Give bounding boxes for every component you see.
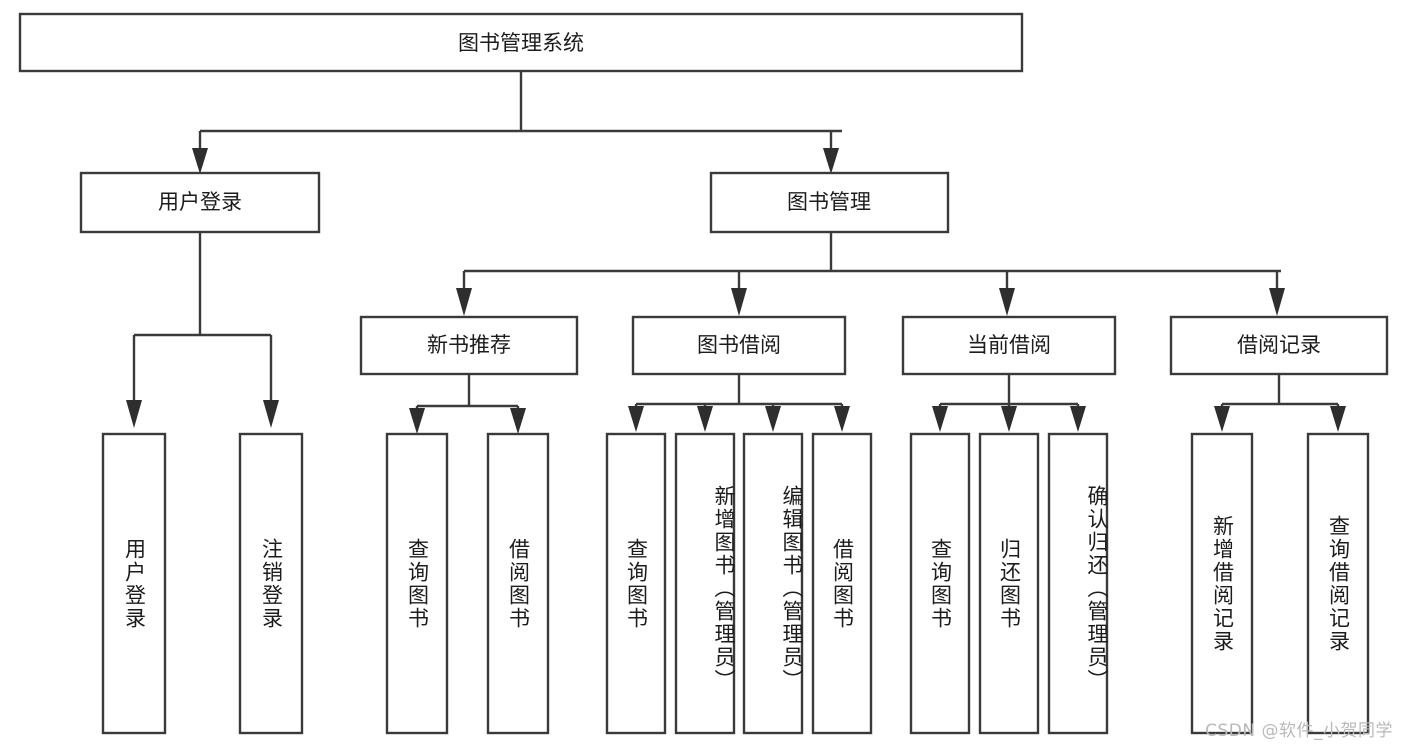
label-root: 图书管理系统 bbox=[458, 31, 584, 55]
arrowhead-borrow-record bbox=[1269, 288, 1285, 316]
connectors-user-login-to-leaves bbox=[126, 232, 279, 428]
arrowhead-book-manage bbox=[823, 148, 839, 174]
arrowhead-br-leaf-1 bbox=[1214, 406, 1230, 432]
arrowhead-bb-leaf-4 bbox=[834, 406, 850, 432]
label-current-borrow: 当前借阅 bbox=[967, 333, 1051, 357]
node-box-leaf-nbr-query[interactable] bbox=[385, 432, 449, 735]
arrowhead-leaf-user-login bbox=[126, 400, 142, 428]
arrowhead-nbr-leaf-2 bbox=[510, 408, 526, 434]
node-box-leaf-cb-return[interactable] bbox=[978, 432, 1040, 735]
arrowhead-leaf-logout bbox=[263, 400, 279, 428]
arrowhead-new-book-recommend bbox=[456, 288, 472, 316]
connectors-current-borrow-to-leaves bbox=[932, 374, 1086, 432]
node-box-leaf-bb-edit[interactable] bbox=[742, 432, 804, 735]
node-box-leaf-br-query[interactable] bbox=[1306, 432, 1370, 735]
node-box-leaf-bb-query[interactable] bbox=[605, 432, 667, 735]
label-user-login: 用户登录 bbox=[158, 190, 242, 214]
node-box-leaf-logout[interactable] bbox=[238, 432, 304, 735]
node-box-leaf-cb-query[interactable] bbox=[909, 432, 971, 735]
arrowhead-nbr-leaf-1 bbox=[409, 408, 425, 434]
arrowhead-bb-leaf-3 bbox=[765, 406, 781, 432]
node-box-leaf-bb-borrow[interactable] bbox=[811, 432, 873, 735]
node-box-book-manage[interactable] bbox=[709, 171, 950, 234]
connectors-root-to-level2 bbox=[192, 71, 842, 174]
arrowhead-cb-leaf-1 bbox=[932, 406, 948, 432]
arrowhead-bb-leaf-1 bbox=[628, 406, 644, 432]
node-box-user-login[interactable] bbox=[79, 171, 321, 234]
arrowhead-current-borrow bbox=[999, 288, 1015, 316]
node-box-new-book-recommend[interactable] bbox=[359, 315, 579, 376]
node-box-book-borrow[interactable] bbox=[631, 315, 847, 376]
arrowhead-cb-leaf-2 bbox=[1001, 406, 1017, 432]
connectors-new-book-recommend-to-leaves bbox=[409, 374, 526, 434]
arrowhead-cb-leaf-3 bbox=[1070, 406, 1086, 432]
connectors-book-manage-to-level3 bbox=[456, 232, 1285, 316]
label-book-manage: 图书管理 bbox=[787, 190, 871, 214]
arrowhead-book-borrow bbox=[731, 288, 747, 316]
node-box-borrow-record[interactable] bbox=[1169, 315, 1389, 376]
arrowhead-user-login bbox=[192, 148, 208, 174]
watermark-text: CSDN @软件_小贺同学 bbox=[1205, 721, 1393, 741]
label-new-book-recommend: 新书推荐 bbox=[427, 333, 511, 357]
node-box-current-borrow[interactable] bbox=[901, 315, 1117, 376]
connectors-book-borrow-to-leaves bbox=[628, 374, 850, 432]
arrowhead-br-leaf-2 bbox=[1330, 406, 1346, 432]
node-box-leaf-user-login[interactable] bbox=[101, 432, 167, 735]
label-borrow-record: 借阅记录 bbox=[1237, 333, 1321, 357]
connectors-borrow-record-to-leaves bbox=[1214, 374, 1346, 432]
arrowhead-bb-leaf-2 bbox=[697, 406, 713, 432]
node-box-root[interactable] bbox=[18, 12, 1024, 73]
label-book-borrow: 图书借阅 bbox=[697, 333, 781, 357]
node-box-leaf-bb-add[interactable] bbox=[674, 432, 736, 735]
node-box-leaf-cb-confirm[interactable] bbox=[1047, 432, 1109, 735]
node-box-leaf-nbr-borrow[interactable] bbox=[486, 432, 550, 735]
node-box-leaf-br-add[interactable] bbox=[1190, 432, 1254, 735]
